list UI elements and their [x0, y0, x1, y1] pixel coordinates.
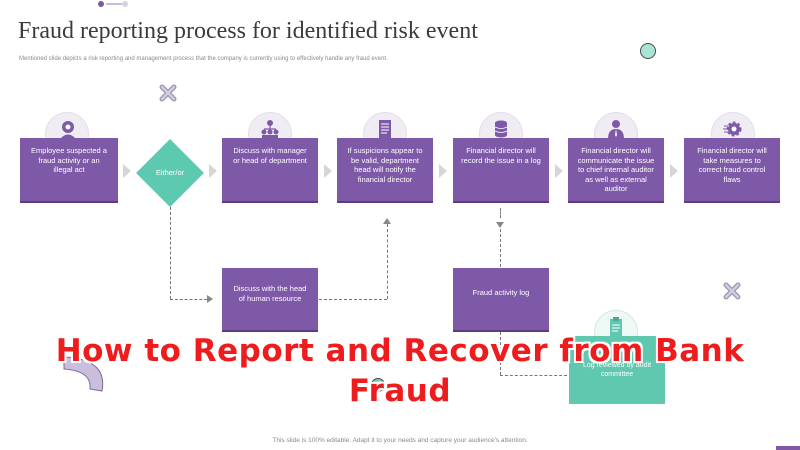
arrow-up-icon — [383, 218, 391, 224]
flow-step-label: Log reviewed by audit committee — [582, 362, 652, 378]
flow-step-label: Financial director will communicate the … — [577, 146, 655, 193]
chevron-right-icon — [123, 164, 131, 178]
gear-icon — [722, 118, 744, 140]
decision-label: Either/or — [155, 168, 185, 177]
top-dots — [98, 1, 128, 7]
flow-step-record-log: Financial director will record the issue… — [453, 138, 549, 203]
connector-line — [170, 207, 171, 299]
flow-step-label: If suspicions appear to be valid, depart… — [347, 146, 423, 184]
flow-step-discuss-hr: Discuss with the head of human resource — [222, 268, 318, 332]
bottom-bar-decor — [776, 446, 800, 450]
database-icon — [490, 118, 512, 140]
teal-circle-decor — [640, 43, 656, 59]
page-subtitle: Mentioned slide depicts a risk reporting… — [19, 56, 388, 62]
flow-step-employee-suspects: Employee suspected a fraud activity or a… — [20, 138, 118, 203]
fraud-person-icon — [57, 118, 79, 140]
chevron-right-icon — [555, 164, 563, 178]
flow-step-label: Discuss with the head of human resource — [233, 284, 307, 303]
flow-step-label: Fraud activity log — [472, 288, 530, 297]
arrow-right-icon — [207, 295, 213, 303]
connector-line — [170, 299, 212, 300]
close-x-icon — [159, 84, 177, 102]
arrow-down-icon — [496, 222, 504, 228]
flow-step-label: Financial director will take measures to… — [697, 146, 767, 184]
arc-decor — [58, 355, 118, 395]
chevron-right-icon — [324, 164, 332, 178]
flow-step-communicate-auditor: Financial director will communicate the … — [568, 138, 664, 203]
teal-circle-decor — [371, 378, 385, 392]
flow-step-fraud-log: Fraud activity log — [453, 268, 549, 332]
connector-line — [500, 229, 501, 267]
footer-note: This slide is 100% editable. Adapt it to… — [272, 437, 528, 444]
clipboard-icon — [605, 316, 627, 338]
close-x-icon — [723, 282, 741, 300]
chevron-right-icon — [209, 164, 217, 178]
chevron-right-icon — [439, 164, 447, 178]
connector-line — [319, 299, 387, 300]
connector-line — [500, 208, 501, 218]
auditor-icon — [605, 118, 627, 140]
decision-diamond: Either/or — [136, 139, 204, 207]
overlay-headline: How to Report and Recover from Bank Frau… — [0, 331, 800, 411]
connector-line — [387, 224, 388, 299]
org-chart-icon — [259, 118, 281, 140]
overlay-line-1: How to Report and Recover from Bank — [55, 333, 745, 369]
connector-line — [500, 332, 501, 375]
flow-step-discuss-manager: Discuss with manager or head of departme… — [222, 138, 318, 203]
flow-step-notify-director: If suspicions appear to be valid, depart… — [337, 138, 433, 203]
page-title: Fraud reporting process for identified r… — [18, 18, 478, 44]
chevron-right-icon — [670, 164, 678, 178]
flow-step-label: Employee suspected a fraud activity or a… — [31, 146, 107, 174]
overlay-line-2: Fraud — [348, 373, 452, 409]
flow-step-label: Discuss with manager or head of departme… — [233, 146, 307, 165]
document-icon — [374, 118, 396, 140]
flow-step-label: Financial director will record the issue… — [461, 146, 541, 165]
flow-step-audit-committee: Log reviewed by audit committee — [569, 336, 665, 404]
flow-step-correct-flaws: Financial director will take measures to… — [684, 138, 780, 203]
connector-line — [500, 375, 572, 376]
